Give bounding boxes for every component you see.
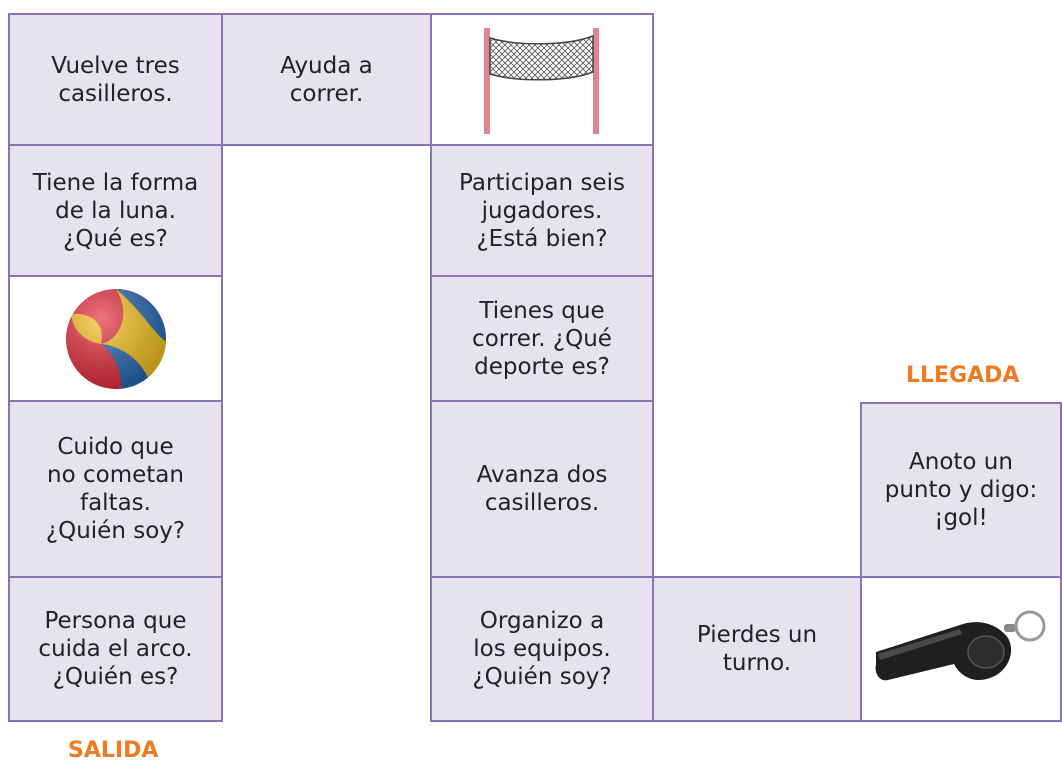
board-cell-anoto-gol: Anoto un punto y digo: ¡gol! [860,402,1062,578]
finish-label: LLEGADA [906,363,1020,388]
cell-text: Organizo a los equipos. ¿Quién soy? [472,608,612,690]
board-cell-seis-jugadores: Participan seis jugadores. ¿Está bien? [430,144,654,277]
board-cell-ball [8,275,223,402]
board-cell-vuelve-tres: Vuelve tres casilleros. [8,13,223,146]
board-cell-whistle [860,576,1062,722]
cell-text: Anoto un punto y digo: ¡gol! [884,449,1038,531]
board-cell-forma-luna: Tiene la forma de la luna. ¿Qué es? [8,144,223,277]
cell-text: Participan seis jugadores. ¿Está bien? [459,169,625,252]
whistle-icon [875,610,1046,681]
cell-text: Avanza dos casilleros. [476,462,608,516]
board-cell-organizo-equipos: Organizo a los equipos. ¿Quién soy? [430,576,654,722]
cell-text: Cuido que no cometan faltas. ¿Quién soy? [45,434,186,544]
cell-text: Vuelve tres casilleros. [51,52,180,107]
board-cell-cuida-arco: Persona que cuida el arco. ¿Quién es? [8,576,223,722]
volleyball-net-icon [484,27,599,134]
cell-text: Persona que cuida el arco. ¿Quién es? [38,608,193,690]
cell-text: Ayuda a correr. [280,52,373,107]
cell-text: Tienes que correr. ¿Qué deporte es? [472,297,612,380]
cell-text: Pierdes un turno. [696,622,818,676]
board-cell-cuido-faltas: Cuido que no cometan faltas. ¿Quién soy? [8,400,223,578]
board-cell-que-deporte: Tienes que correr. ¿Qué deporte es? [430,275,654,402]
board-cell-net [430,13,654,146]
board-cell-avanza-dos: Avanza dos casilleros. [430,400,654,578]
board-cell-pierdes-turno: Pierdes un turno. [652,576,862,722]
start-label: SALIDA [68,738,159,763]
ball-icon [65,288,166,389]
cell-text: Tiene la forma de la luna. ¿Qué es? [32,169,199,252]
board-cell-ayuda-correr: Ayuda a correr. [221,13,432,146]
